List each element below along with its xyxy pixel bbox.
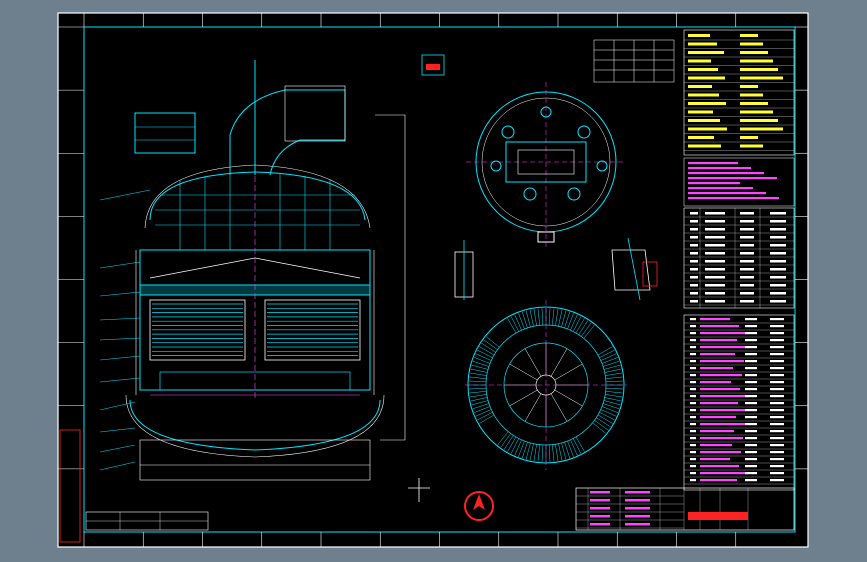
tube-sheet-section-view	[465, 300, 627, 470]
top-plan-view	[466, 82, 626, 250]
nozzle-detail-view	[408, 54, 474, 502]
zone-markers	[58, 13, 808, 547]
design-data-table	[683, 29, 795, 156]
north-arrow-symbol	[464, 491, 494, 521]
design-conditions-table	[593, 39, 675, 83]
left-margin-label-box	[59, 429, 81, 543]
front-section-view	[125, 60, 406, 481]
nozzle-schedule	[683, 207, 795, 309]
weld-detail-view	[611, 237, 658, 301]
drawing-sheet	[57, 12, 809, 548]
technical-requirements	[683, 157, 795, 207]
revision-block	[85, 511, 209, 531]
parts-list	[683, 314, 795, 491]
front-view-leaders	[99, 189, 151, 471]
title-block	[575, 487, 795, 531]
